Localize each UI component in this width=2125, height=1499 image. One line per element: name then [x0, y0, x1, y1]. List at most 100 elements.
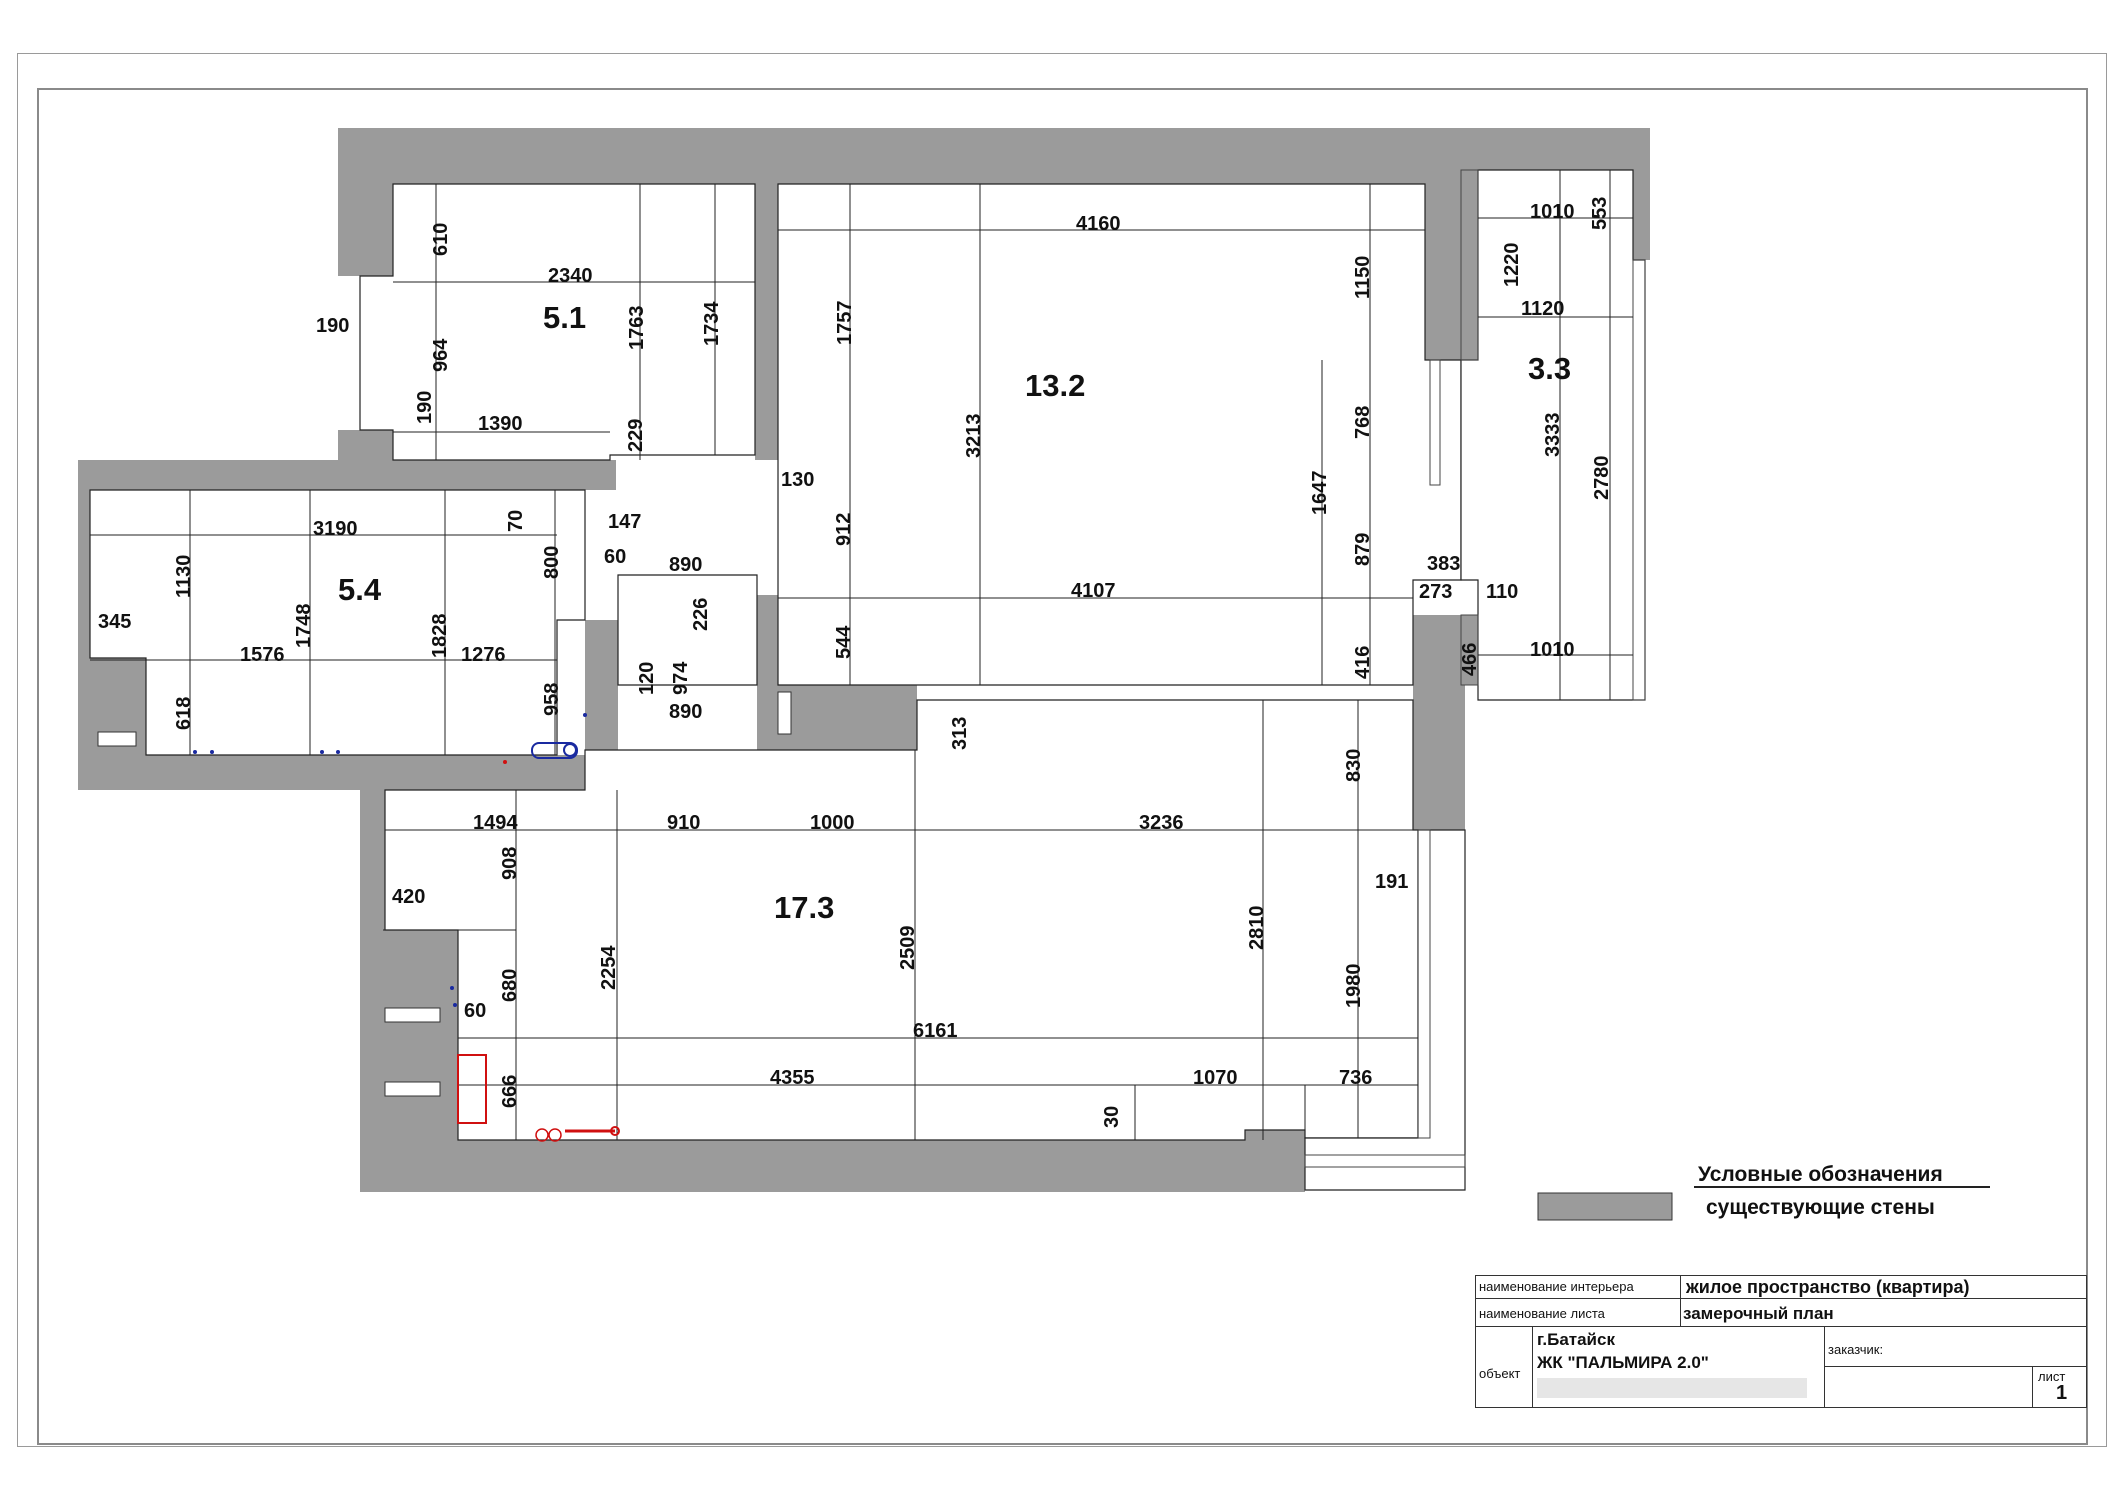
dim-70: 70	[505, 510, 527, 532]
dim-2810: 2810	[1246, 906, 1268, 951]
room-label-132: 13.2	[1025, 368, 1085, 403]
dim-1120: 1120	[1521, 298, 1564, 320]
legend-wall-swatch	[1537, 1192, 1673, 1221]
dim-618: 618	[173, 697, 195, 730]
red-fixture-box	[457, 1054, 487, 1124]
tb-rule-3	[1824, 1366, 2087, 1367]
dim-1276: 1276	[461, 644, 506, 666]
wall-partition-51-132	[755, 180, 778, 460]
dim-1010a: 1010	[1530, 201, 1575, 223]
room-54-area	[89, 489, 586, 756]
dim-1010b: 1010	[1530, 639, 1575, 661]
dimension-lines	[90, 170, 1633, 1140]
windows	[1304, 169, 1646, 1168]
sheet-inner-border	[37, 88, 2088, 1445]
blue-drain	[563, 743, 577, 757]
room-label-54: 5.4	[338, 572, 382, 607]
dim-383: 383	[1427, 553, 1460, 575]
wall-54-top-stub	[338, 430, 393, 465]
window-33	[1632, 259, 1646, 701]
tb-rule-v3	[1824, 1326, 1825, 1408]
dim-3236: 3236	[1139, 812, 1184, 834]
dimension-labels-vertical: 610 964 190 1763 1734 229 1757 3213 1150…	[173, 197, 1613, 1128]
balcony-frame-lower	[1460, 614, 1479, 686]
dim-768: 768	[1352, 406, 1374, 439]
dim-1390: 1390	[478, 413, 523, 435]
radiator-173-a	[384, 1007, 441, 1023]
dim-736: 736	[1339, 1067, 1372, 1089]
dim-680: 680	[499, 969, 521, 1002]
dim-912: 912	[833, 513, 855, 546]
dim-191: 191	[1375, 871, 1408, 893]
dim-147: 147	[608, 511, 641, 533]
dim-1748: 1748	[293, 604, 315, 649]
radiator-corridor	[777, 691, 792, 735]
dim-229: 229	[625, 419, 647, 452]
dim-1220: 1220	[1501, 243, 1523, 288]
tb-rule-1	[1476, 1298, 2087, 1299]
wall-54-bottom	[78, 755, 618, 790]
radiator-173-b	[384, 1081, 441, 1097]
dim-345: 345	[98, 611, 131, 633]
blue-point-1	[193, 750, 197, 754]
legend-title: Условные обозначения	[1698, 1163, 1943, 1186]
dimension-labels-horizontal: 2340 190 1390 130 4160 4107 1010 1120 38…	[98, 201, 1575, 1089]
tb-page-number: 1	[2056, 1382, 2068, 1404]
dim-416: 416	[1352, 646, 1374, 679]
tb-rule-v1	[1680, 1276, 1681, 1326]
dim-3333: 3333	[1542, 413, 1564, 458]
wall-173-bottom-right	[1245, 1130, 1305, 1192]
dim-910: 910	[667, 812, 700, 834]
wall-balcony-lower-left	[1461, 615, 1478, 685]
dim-3190: 3190	[313, 518, 358, 540]
dim-273: 273	[1419, 581, 1452, 603]
dim-6161: 6161	[913, 1020, 958, 1042]
dim-60a: 60	[604, 546, 626, 568]
dim-30: 30	[1101, 1106, 1123, 1128]
blue-point-7	[453, 1003, 457, 1007]
tb-rule-2	[1476, 1326, 2087, 1327]
wall-top	[338, 128, 1650, 184]
dim-2340: 2340	[548, 265, 593, 287]
blue-point-3	[320, 750, 324, 754]
dim-466: 466	[1459, 643, 1481, 676]
dim-1130: 1130	[173, 555, 195, 598]
room-label-51: 5.1	[543, 300, 586, 335]
wall-173-bottom	[360, 1140, 1305, 1192]
wall-left-upper	[338, 128, 393, 276]
window-173-bottom	[1304, 1154, 1466, 1168]
legend-walls-label: существующие стены	[1706, 1196, 1935, 1219]
tb-sheet-label: наименование листа	[1479, 1306, 1605, 1321]
dim-1576: 1576	[240, 644, 285, 666]
room-label-173: 17.3	[774, 890, 834, 925]
wall-132-right-upper	[1425, 180, 1461, 360]
dim-4107: 4107	[1071, 580, 1116, 602]
dim-4160: 4160	[1076, 213, 1121, 235]
dim-544: 544	[833, 625, 855, 659]
tb-page-label: лист	[2038, 1369, 2066, 1384]
wall-173-right-upper	[1413, 615, 1465, 830]
dim-226: 226	[690, 598, 712, 631]
wall-balcony-right-stub	[1633, 170, 1650, 260]
dim-1000: 1000	[810, 812, 855, 834]
red-tap-2	[548, 1128, 562, 1142]
red-point-1	[503, 760, 507, 764]
balcony-frame-upper	[1460, 169, 1479, 361]
dim-190b: 190	[414, 391, 436, 424]
tb-complex: ЖК "ПАЛЬМИРА 2.0"	[1537, 1353, 1709, 1372]
blue-point-2	[210, 750, 214, 754]
dim-1757: 1757	[834, 301, 856, 346]
redacted-field	[1537, 1378, 1807, 1398]
dim-890b: 890	[669, 701, 702, 723]
wall-balcony-upper-left	[1461, 170, 1478, 360]
blue-point-5	[583, 713, 587, 717]
room-interiors	[89, 169, 1646, 1191]
dim-3213: 3213	[963, 414, 985, 459]
window-132-balcony	[1429, 359, 1441, 486]
window-173-right	[1417, 829, 1431, 1139]
red-pipe-end	[610, 1126, 620, 1136]
tb-sheet-value: замерочный план	[1683, 1304, 1834, 1323]
dim-666: 666	[499, 1075, 521, 1108]
